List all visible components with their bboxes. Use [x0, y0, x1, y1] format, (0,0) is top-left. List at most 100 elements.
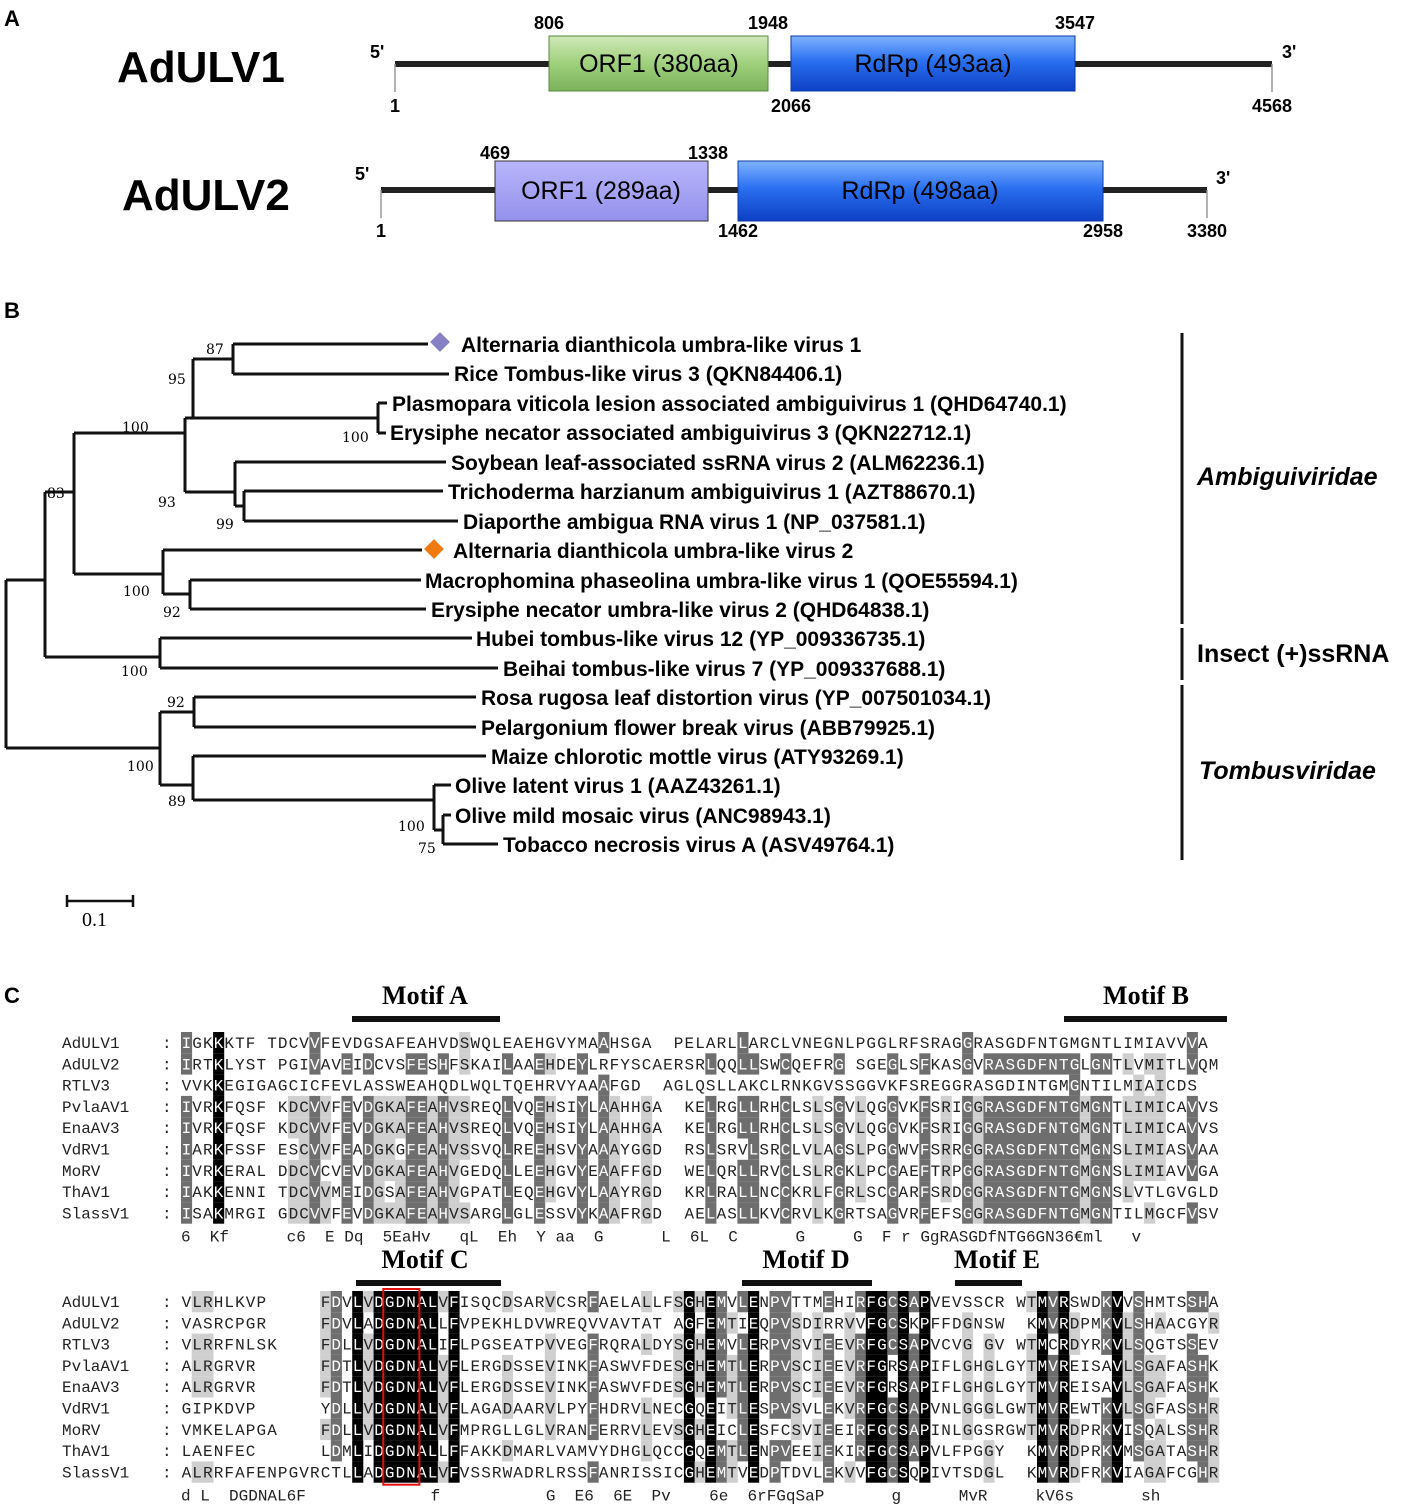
residue-shade	[705, 1397, 717, 1419]
residue-shade	[384, 1159, 396, 1182]
residue: F	[406, 1056, 416, 1074]
residue: E	[749, 1315, 759, 1333]
residue: G	[385, 1422, 395, 1440]
residue: L	[535, 1422, 545, 1440]
residue-shade	[544, 1117, 556, 1139]
residue-shade	[769, 1397, 781, 1419]
residue: V	[781, 1358, 791, 1376]
residue: S	[802, 1099, 812, 1117]
residue: E	[931, 1205, 941, 1223]
residue: Q	[717, 1056, 727, 1074]
residue: F	[941, 1358, 951, 1376]
residue: K	[214, 1205, 224, 1223]
residue: S	[460, 1120, 470, 1138]
residue: L	[257, 1163, 267, 1181]
motif-a-label: Motif A	[382, 981, 468, 1010]
residue: K	[214, 1401, 224, 1419]
residue: G	[642, 1142, 652, 1160]
residue: L	[1166, 1422, 1176, 1440]
residue: V	[1166, 1035, 1176, 1053]
residue-shade	[823, 1461, 835, 1483]
residue: T	[1113, 1205, 1123, 1223]
residue-shade	[405, 1159, 417, 1182]
residue-shade	[1026, 1333, 1038, 1355]
residue: L	[856, 1184, 866, 1202]
residue: P	[770, 1358, 780, 1376]
residue: E	[610, 1294, 620, 1312]
residue: R	[1209, 1401, 1219, 1419]
residue-shade	[823, 1333, 835, 1355]
residue-shade	[983, 1202, 995, 1224]
residue: H	[973, 1358, 983, 1376]
residue: K	[214, 1078, 224, 1096]
residue-shade	[865, 1333, 877, 1355]
residue: K	[845, 1163, 855, 1181]
residue: T	[1038, 1078, 1048, 1096]
residue: D	[364, 1120, 374, 1138]
residue: Q	[652, 1443, 662, 1461]
residue: G	[289, 1464, 299, 1482]
residue: K	[1209, 1358, 1219, 1376]
residue-shade	[737, 1354, 749, 1377]
residue: Y	[1016, 1379, 1026, 1397]
residue: L	[642, 1422, 652, 1440]
residue: S	[931, 1099, 941, 1117]
residue: A	[1155, 1443, 1165, 1461]
residue: A	[203, 1205, 213, 1223]
residue: V	[663, 1422, 673, 1440]
separator: :	[162, 1120, 172, 1138]
residue-shade	[748, 1461, 760, 1483]
residue: R	[1059, 1464, 1069, 1482]
residue: F	[866, 1422, 876, 1440]
residue: I	[813, 1443, 823, 1461]
residue-shade	[609, 1117, 621, 1139]
residue: T	[1059, 1163, 1069, 1181]
residue: L	[642, 1443, 652, 1461]
residue: R	[984, 1184, 994, 1202]
residue-shade	[437, 1181, 449, 1203]
residue: V	[738, 1142, 748, 1160]
residue: V	[310, 1099, 320, 1117]
residue: D	[374, 1443, 384, 1461]
residue-shade	[1058, 1095, 1070, 1118]
residue-shade	[919, 1461, 931, 1483]
residue-shade	[1069, 1440, 1081, 1462]
residue: A	[1145, 1078, 1155, 1096]
residue: R	[792, 1205, 802, 1223]
residue: A	[599, 1464, 609, 1482]
residue: E	[802, 1056, 812, 1074]
residue-shade	[716, 1440, 728, 1462]
residue: E	[706, 1401, 716, 1419]
residue: V	[1113, 1443, 1123, 1461]
residue: R	[556, 1464, 566, 1482]
residue: S	[567, 1464, 577, 1482]
residue-shade	[748, 1312, 760, 1334]
residue: D	[503, 1358, 513, 1376]
residue: S	[396, 1056, 406, 1074]
residue: V	[364, 1294, 374, 1312]
residue-shade	[716, 1461, 728, 1483]
residue-shade	[694, 1354, 706, 1377]
residue: A	[599, 1358, 609, 1376]
residue-shade	[683, 1418, 695, 1441]
residue: Q	[492, 1099, 502, 1117]
residue-shade	[962, 1397, 974, 1419]
residue: R	[599, 1056, 609, 1074]
residue: G	[963, 1358, 973, 1376]
residue: R	[203, 1379, 213, 1397]
residue: E	[235, 1443, 245, 1461]
residue-shade	[1047, 1354, 1059, 1377]
residue: F	[610, 1056, 620, 1074]
bootstrap-value: 100	[122, 420, 149, 436]
residue: V	[856, 1464, 866, 1482]
residue: V	[1177, 1163, 1187, 1181]
residue-shade	[448, 1138, 460, 1160]
residue: S	[899, 1337, 909, 1355]
residue-shade	[983, 1461, 995, 1483]
residue: G	[1070, 1142, 1080, 1160]
residue-shade	[790, 1354, 802, 1377]
residue: D	[610, 1443, 620, 1461]
residue: S	[899, 1422, 909, 1440]
residue: M	[813, 1294, 823, 1312]
residue: E	[1070, 1401, 1080, 1419]
